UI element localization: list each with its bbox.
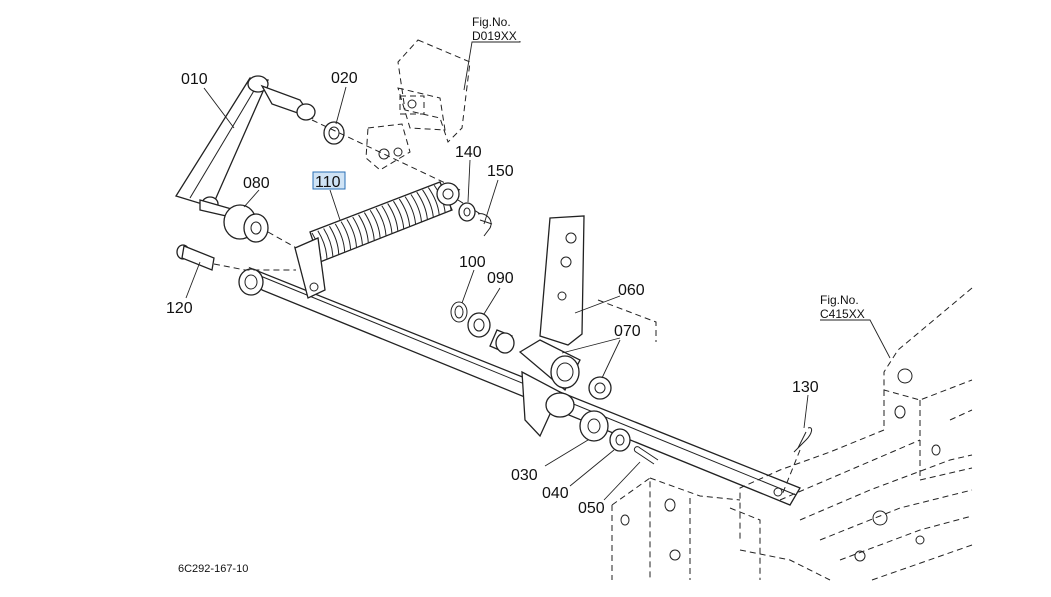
- spring-coil: [323, 228, 334, 257]
- part-070-bushings: [489, 329, 612, 400]
- spring-coil: [427, 187, 440, 215]
- spring-coil: [393, 200, 405, 229]
- part-030-washer: [579, 410, 609, 442]
- part-020-bushing: [311, 119, 461, 191]
- label-030: 030: [511, 467, 538, 484]
- part-110-spring: [294, 181, 483, 299]
- label-080: 080: [243, 175, 270, 192]
- part-140-washer: [458, 202, 476, 222]
- bracket-d019xx: [365, 39, 471, 171]
- spring-coil: [317, 230, 328, 259]
- spring-coil: [352, 216, 363, 245]
- spring-coil: [404, 196, 417, 224]
- label-040: 040: [542, 485, 569, 502]
- label-140: 140: [455, 144, 482, 161]
- spring-coil: [381, 205, 393, 234]
- label-110: 110: [315, 174, 341, 191]
- part-080-roller: [223, 204, 301, 251]
- spring-coil: [387, 203, 399, 231]
- spring-coil: [358, 214, 369, 243]
- spring-coil: [410, 194, 422, 222]
- part-150-clip: [477, 213, 493, 237]
- spring-coil: [416, 191, 428, 220]
- label-130: 130: [792, 379, 819, 396]
- fig-ref-2-code: C415XX: [820, 307, 865, 321]
- part-130-cotter: [781, 427, 813, 496]
- part-060-arm: [518, 215, 657, 438]
- highlight-110: [312, 171, 346, 190]
- part-100-snap-ring: [450, 301, 468, 323]
- part-090-washer: [467, 312, 491, 338]
- label-060: 060: [618, 282, 645, 299]
- label-120: 120: [166, 300, 193, 317]
- fig-ref-1-code: D019XX: [472, 29, 517, 43]
- leader-lines: [185, 41, 891, 501]
- part-040-washer: [609, 428, 631, 452]
- spring-coil: [329, 225, 340, 255]
- part-050-pin: [633, 446, 659, 465]
- label-050: 050: [578, 500, 605, 517]
- drawing-code: 6C292-167-10: [178, 563, 248, 575]
- fig-ref-1-title: Fig.No.: [472, 15, 511, 29]
- spring-coil: [422, 189, 434, 218]
- spring-coil: [375, 207, 387, 236]
- spring-coil: [340, 221, 352, 250]
- frame-c415xx: [611, 287, 973, 581]
- spring-coil: [346, 219, 357, 248]
- spring-coil: [363, 212, 375, 241]
- spring-coil: [398, 198, 411, 227]
- spring-coil: [334, 223, 346, 252]
- fig-ref-2-title: Fig.No.: [820, 293, 859, 307]
- label-070: 070: [614, 323, 641, 340]
- label-090: 090: [487, 270, 514, 287]
- part-120-pin: [176, 244, 296, 271]
- label-010: 010: [181, 71, 208, 88]
- part-010-lever: [174, 75, 316, 219]
- label-020: 020: [331, 70, 358, 87]
- spring-coil: [369, 210, 381, 238]
- label-100: 100: [459, 254, 486, 271]
- label-150: 150: [487, 163, 514, 180]
